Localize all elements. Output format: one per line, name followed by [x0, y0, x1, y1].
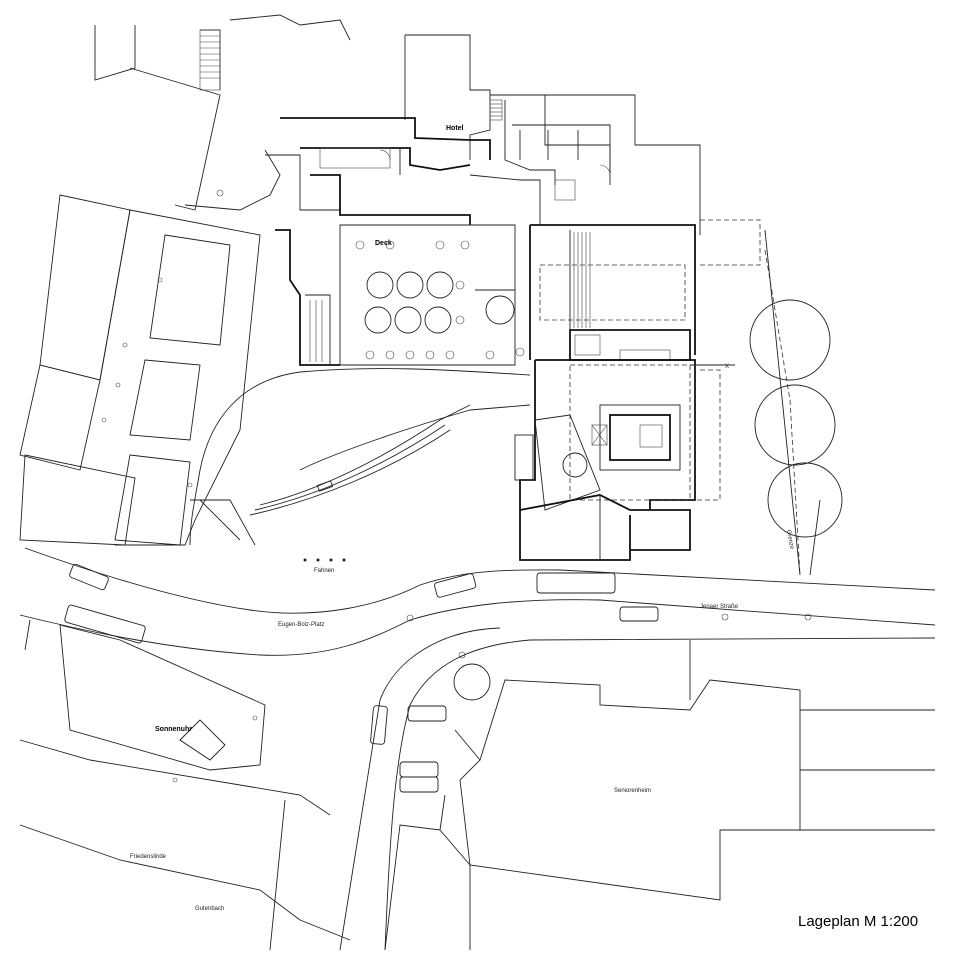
label-friedenslinde: Friedenslinde: [130, 854, 167, 860]
label-fahnen: Fahnen: [314, 568, 334, 574]
label-eugen-bolz-platz: Eugen-Bolz-Platz: [278, 622, 324, 628]
building-row-left: [19, 14, 351, 546]
label-deck: Deck: [375, 240, 392, 247]
seniorenheim-building: Seniorenheim: [453, 663, 935, 901]
main-building: X: [514, 219, 761, 561]
cafe-tables: [355, 240, 525, 360]
deck-terrace: Deck: [275, 224, 525, 366]
label-grenze: Grenze: [785, 529, 794, 550]
trees-right: Grenze: [749, 229, 843, 576]
label-jenaer-strasse: Jenaer Straße: [700, 604, 739, 610]
lower-left-block: Sonnenuhr Friedenslinde Gutenbach: [19, 624, 331, 951]
label-sonnenuhr: Sonnenuhr: [155, 726, 192, 733]
hotel-building: Hotel: [265, 34, 701, 235]
roads: Eugen-Bolz-Platz Jenaer Straße: [19, 547, 936, 951]
label-gutenbach: Gutenbach: [195, 906, 224, 912]
plan-title: Lageplan M 1:200: [798, 913, 919, 930]
lower-middle-block: [299, 794, 471, 951]
label-hotel: Hotel: [446, 125, 464, 132]
plaza: Fahnen: [189, 368, 531, 574]
label-seniorenheim: Seniorenheim: [614, 788, 651, 794]
svg-text:X: X: [725, 364, 729, 370]
vehicles: [64, 563, 659, 793]
